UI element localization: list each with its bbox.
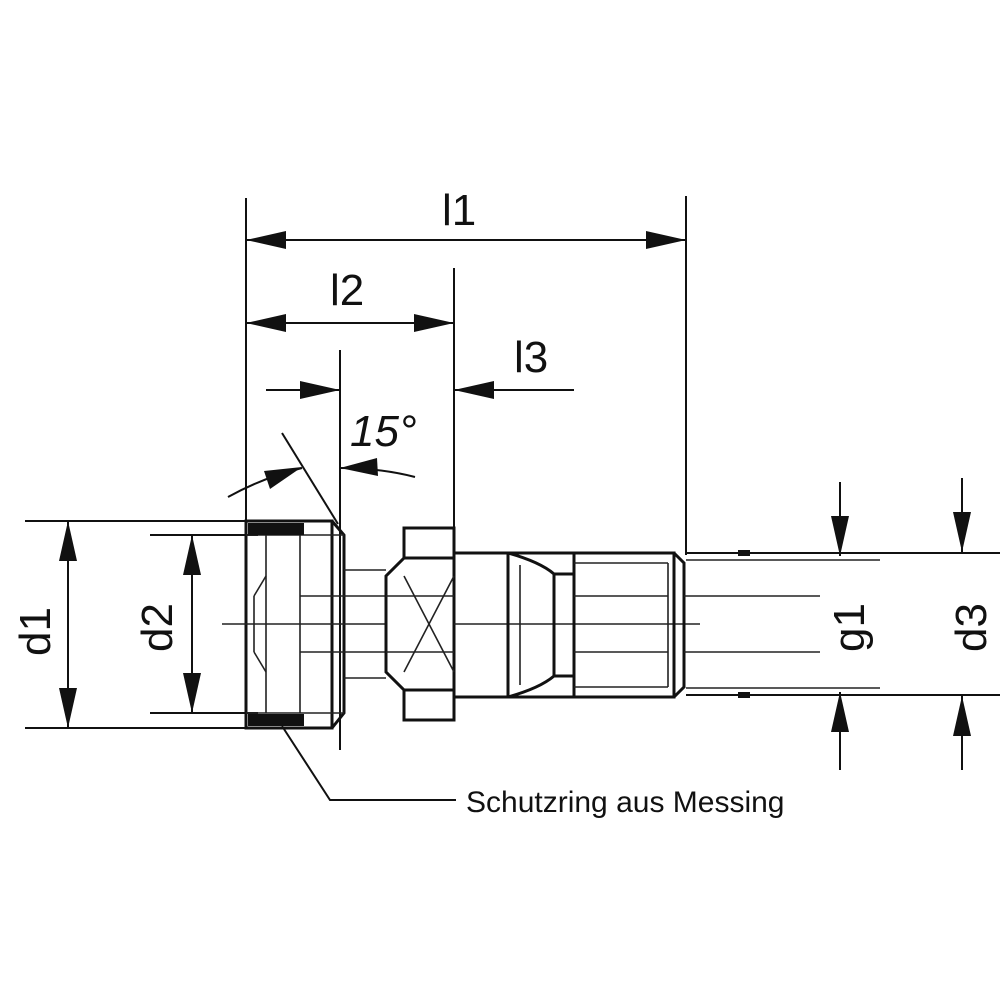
label-l3: l3 <box>514 333 548 382</box>
groove <box>506 551 556 699</box>
brass-ring-top <box>248 523 304 535</box>
dimension-g1: g1 <box>825 482 874 770</box>
label-l2: l2 <box>330 266 364 315</box>
note-leader: Schutzring aus Messing <box>281 725 785 819</box>
dimension-l3: l3 <box>454 333 574 399</box>
label-d3: d3 <box>947 603 996 652</box>
note-brass-ring: Schutzring aus Messing <box>466 786 785 819</box>
label-g1: g1 <box>825 603 874 652</box>
dimension-d3: d3 <box>947 478 996 770</box>
dimension-angle: 15° <box>227 381 417 525</box>
label-d2: d2 <box>133 603 182 652</box>
brass-ring-bottom <box>248 714 304 726</box>
dimension-l2: l2 <box>246 266 454 332</box>
extension-lines <box>245 196 687 750</box>
label-angle: 15° <box>350 407 417 456</box>
label-d1: d1 <box>11 607 60 656</box>
label-l1: l1 <box>442 186 476 235</box>
dimension-d2: d2 <box>133 534 258 714</box>
part-body <box>222 519 1000 730</box>
thread <box>572 551 676 699</box>
dimension-l1: l1 <box>246 186 686 249</box>
